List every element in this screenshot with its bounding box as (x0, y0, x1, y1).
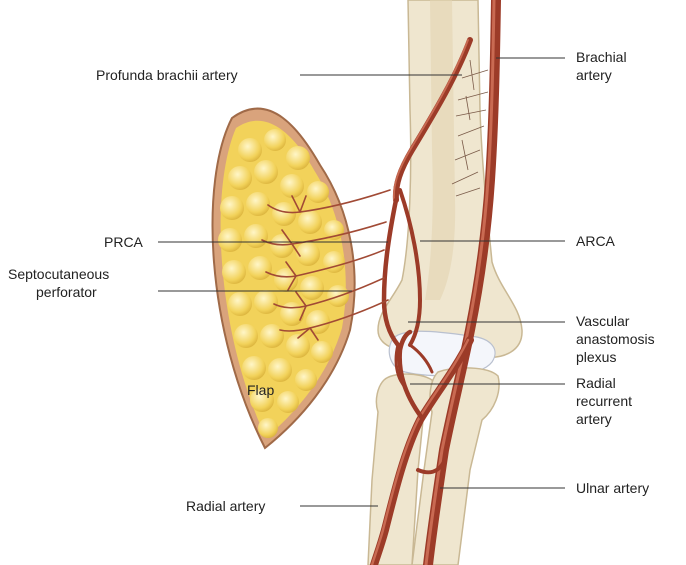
label-prca: PRCA (104, 234, 144, 250)
label-ulnar-artery: Ulnar artery (576, 480, 649, 496)
label-brachial-artery: Brachial artery (576, 49, 630, 83)
label-radial-recurrent-artery: Radial recurrent artery (576, 375, 636, 427)
label-arca: ARCA (576, 233, 616, 249)
label-radial-artery: Radial artery (186, 498, 265, 514)
label-septocutaneous-perforator: Septocutaneous perforator (8, 266, 113, 300)
label-vascular-anastomosis-plexus: Vascular anastomosis plexus (576, 313, 658, 365)
fat-flap (213, 109, 355, 448)
label-flap: Flap (247, 382, 274, 398)
label-profunda-brachii: Profunda brachii artery (96, 67, 238, 83)
